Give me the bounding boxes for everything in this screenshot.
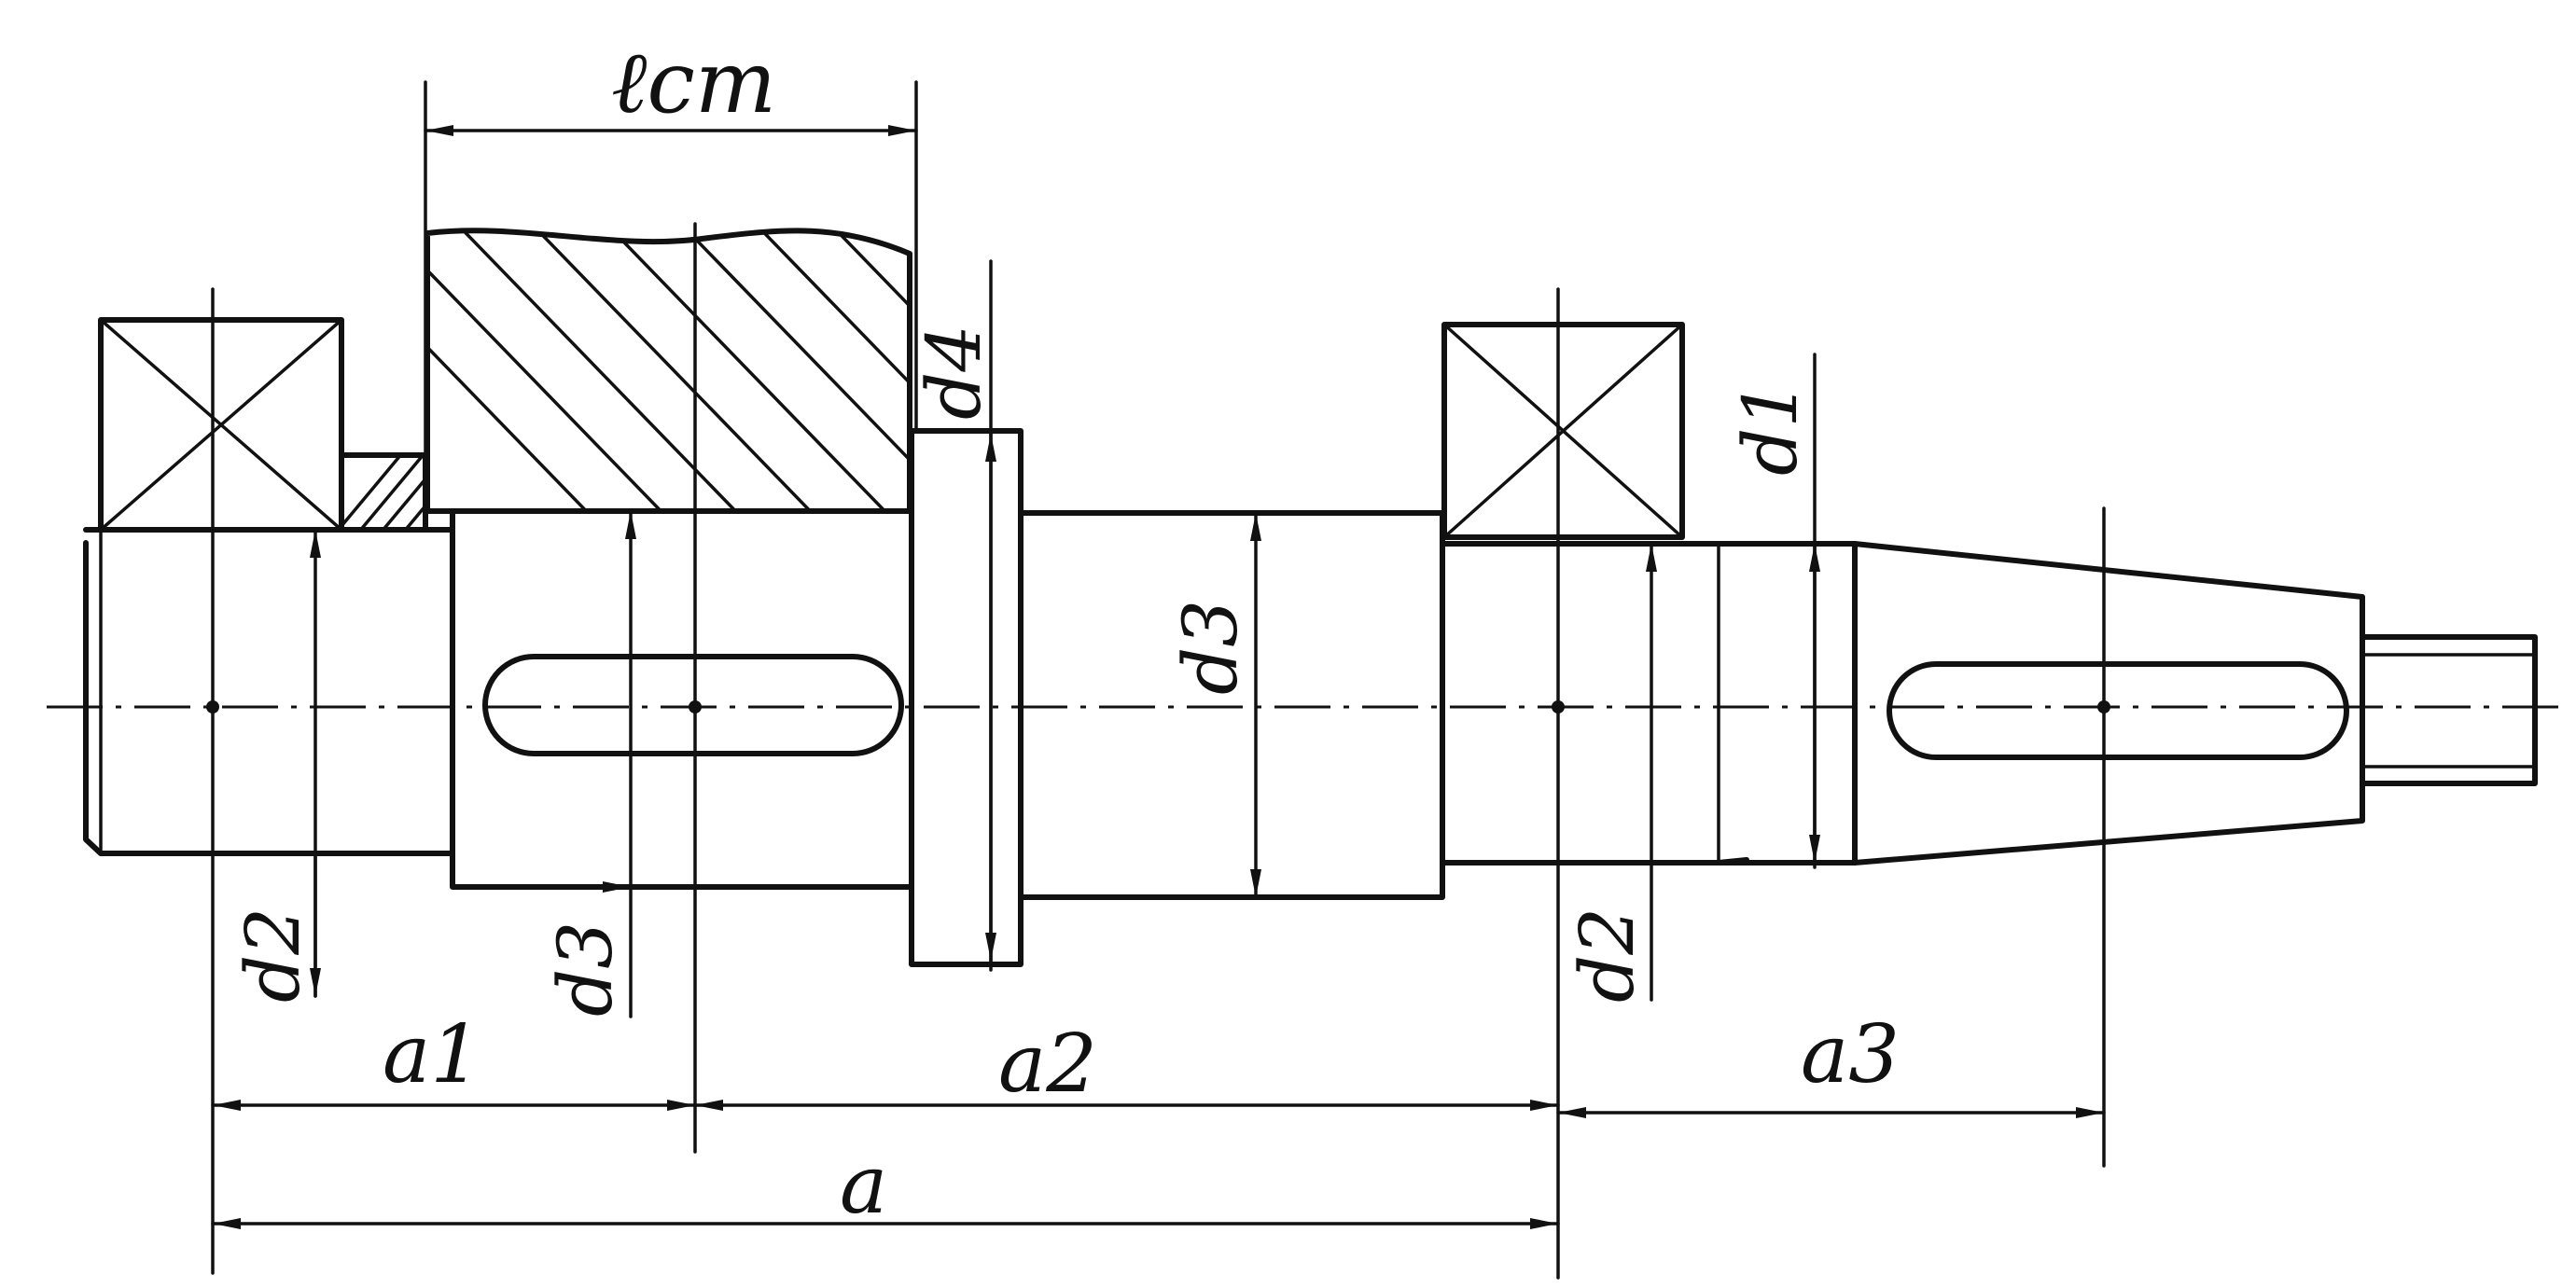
label-d3-left: d3: [542, 921, 629, 1017]
label-d4: d4: [911, 325, 997, 420]
label-d2-right: d2: [1564, 907, 1650, 1003]
length-dimensions: [211, 125, 2106, 1229]
diameter-dimensions: [310, 432, 1820, 1018]
left-bearing: [98, 317, 344, 533]
label-a3: a3: [1801, 1008, 1900, 1101]
shaft-body: [83, 428, 2538, 967]
label-l-st: ℓст: [611, 33, 776, 132]
spacer-sleeve: [339, 452, 428, 533]
label-a1: a1: [383, 1008, 481, 1101]
keyway-left: [482, 654, 904, 756]
label-d3-mid: d3: [1167, 600, 1254, 695]
label-d1: d1: [1727, 381, 1814, 476]
right-bearing: [1441, 322, 1685, 540]
center-points: [206, 700, 2110, 713]
label-a2: a2: [998, 1018, 1097, 1111]
label-d2-left: d2: [230, 907, 316, 1003]
label-a: a: [840, 1139, 887, 1232]
keyway-right: [1887, 661, 2349, 760]
gear-hub: [425, 228, 912, 514]
